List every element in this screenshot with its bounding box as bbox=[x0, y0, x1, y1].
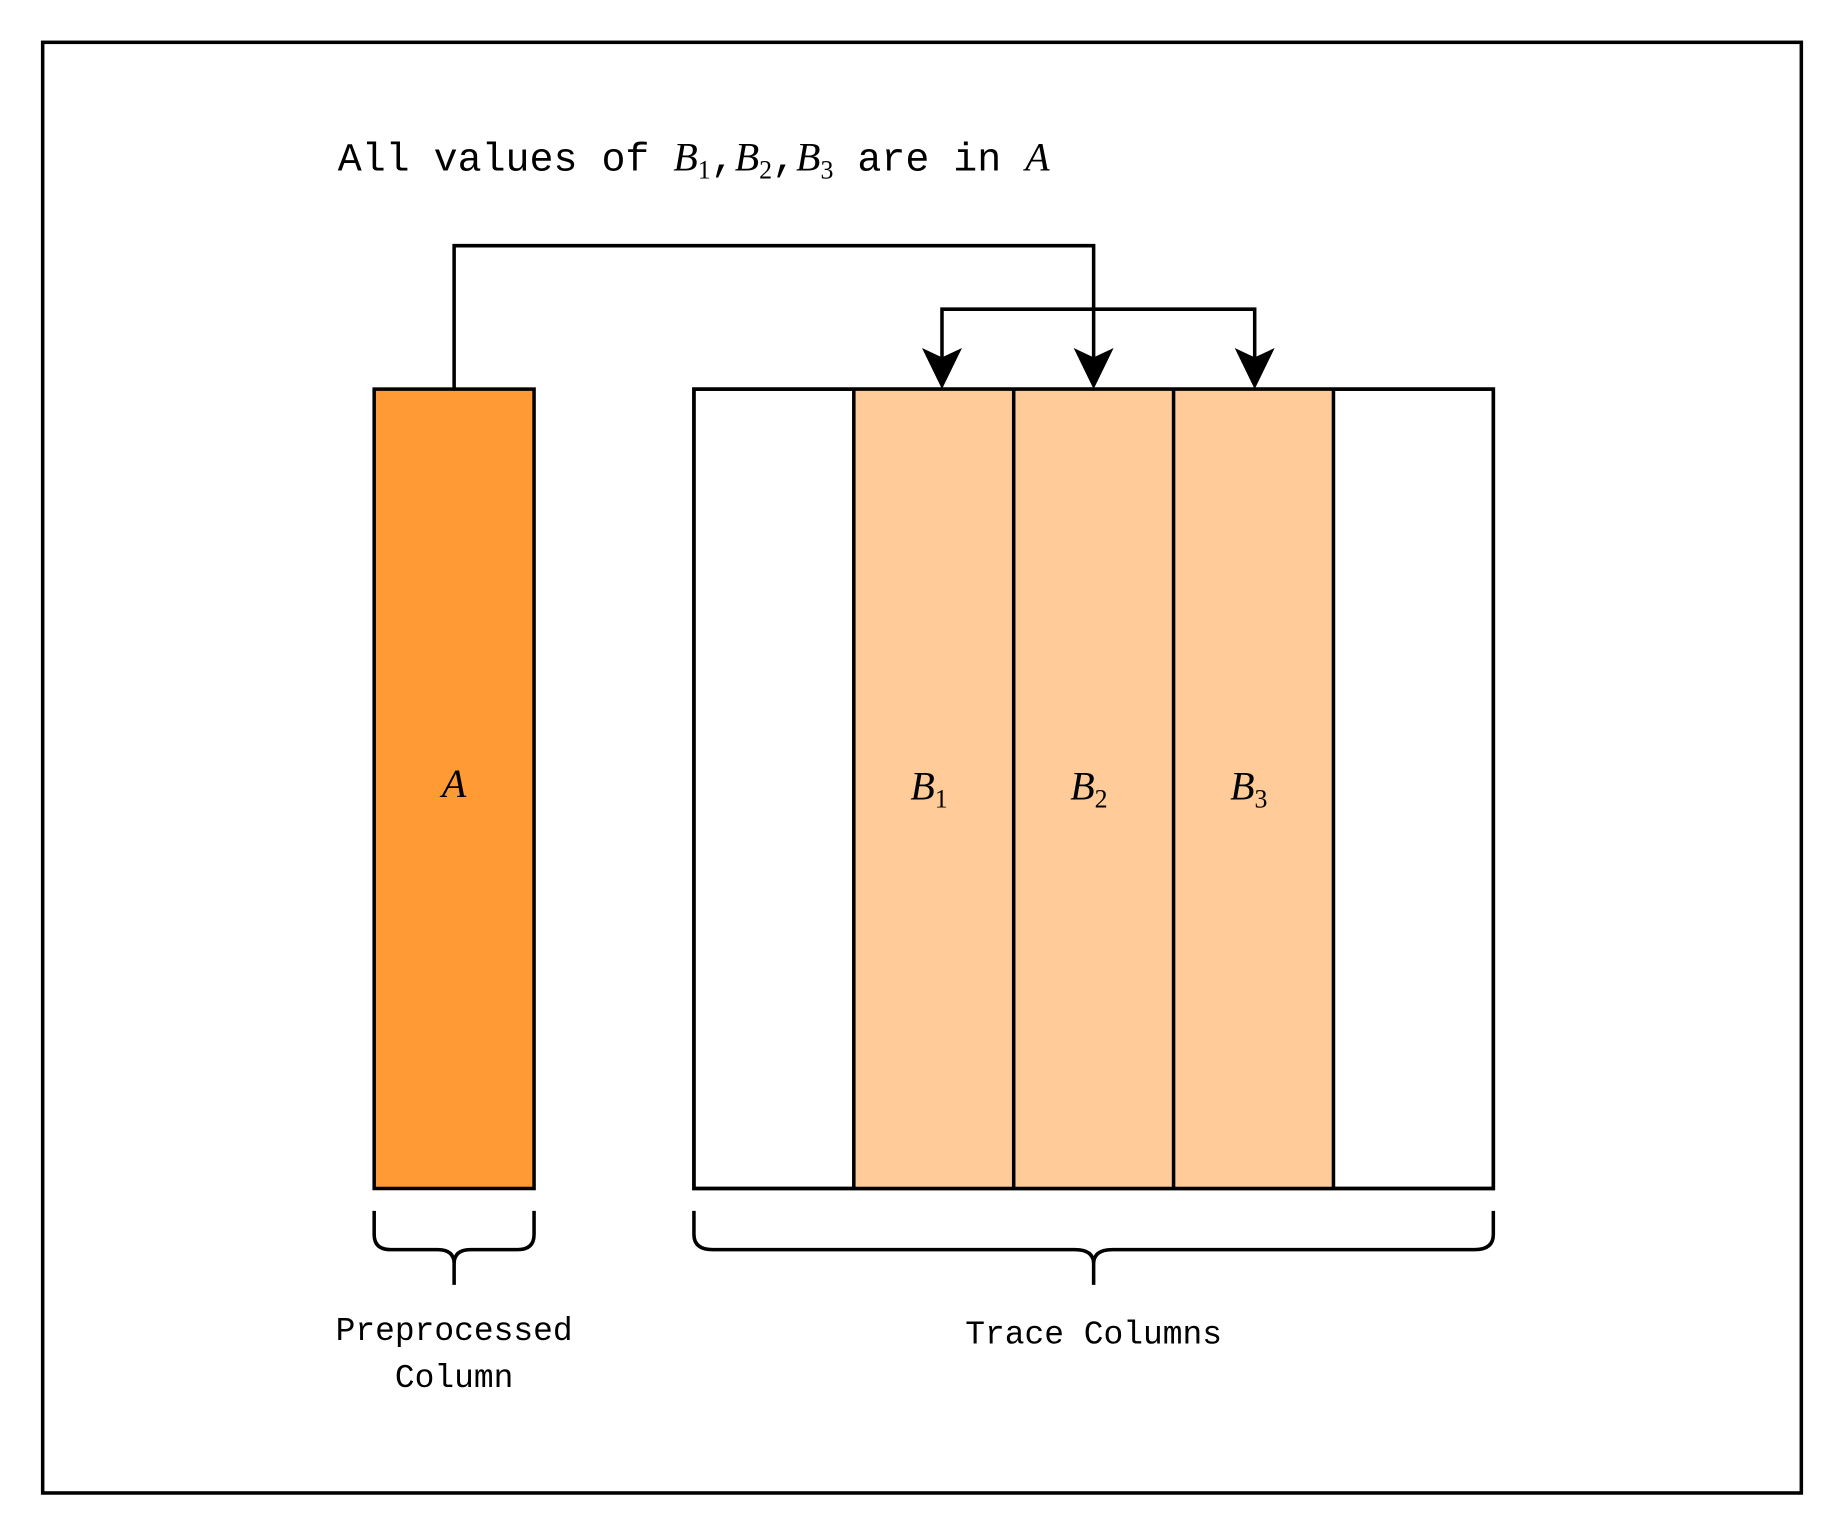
frame bbox=[40, 40, 1804, 1495]
trace-caption: Trace Columns bbox=[965, 1317, 1222, 1354]
diagram-title: All values of B1,B2,B3 are in A bbox=[338, 134, 1050, 184]
column-label-b1: B1 bbox=[910, 763, 947, 813]
preprocessed-column-a bbox=[372, 387, 536, 1191]
arrowhead-b2-icon bbox=[1073, 347, 1114, 390]
arrowhead-b1-icon bbox=[922, 347, 962, 390]
connector-split-b1-b3 bbox=[940, 307, 1257, 359]
connector-a-to-b2 bbox=[452, 243, 1096, 390]
brace-trace bbox=[692, 1210, 1496, 1285]
trace-border bbox=[692, 387, 1496, 1191]
column-label-b2: B2 bbox=[1070, 763, 1107, 813]
brace-preprocessed bbox=[372, 1210, 536, 1285]
arrowhead-b3-icon bbox=[1234, 347, 1275, 390]
column-label-a: A bbox=[439, 761, 467, 806]
column-label-b3: B3 bbox=[1230, 763, 1267, 813]
trace-highlight bbox=[853, 389, 1334, 1189]
preprocessed-caption-line1: Preprocessed bbox=[336, 1313, 573, 1350]
preprocessed-caption-line2: Column bbox=[395, 1360, 513, 1397]
